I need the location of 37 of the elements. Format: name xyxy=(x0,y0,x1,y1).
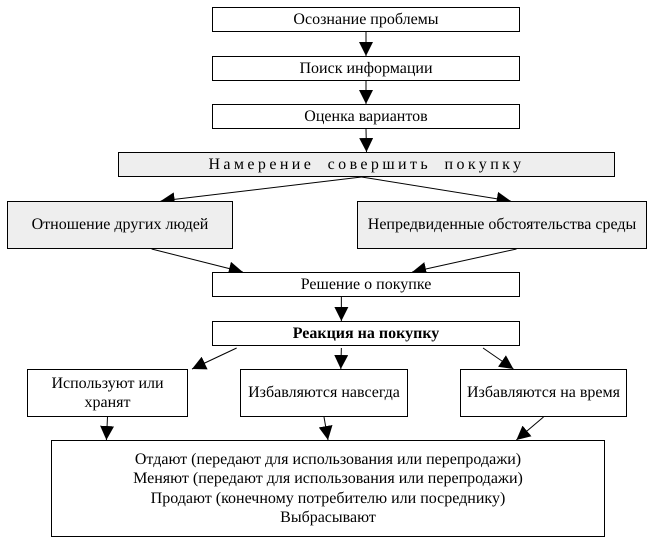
arrow xyxy=(334,348,348,370)
box-text: Выбрасывают xyxy=(280,508,376,527)
process-box xyxy=(240,369,408,417)
box-text: Избавляются на время xyxy=(467,383,620,403)
process-box xyxy=(460,369,627,417)
box-text: Намерение совершить покупку xyxy=(208,154,525,174)
arrow xyxy=(516,416,544,440)
arrow xyxy=(482,348,514,370)
box-text: Меняют (передают для использования или перепродажи) xyxy=(133,469,523,488)
process-box xyxy=(357,201,647,249)
box-text: Осознание проблемы xyxy=(293,10,439,30)
process-box xyxy=(212,7,520,32)
arrow xyxy=(359,80,373,104)
arrow xyxy=(334,296,348,322)
box-text: Отношение других людей xyxy=(32,215,208,235)
process-box xyxy=(212,272,520,297)
process-box xyxy=(7,201,233,249)
box-text: Решение о покупке xyxy=(300,274,432,294)
box-text: Поиск информации xyxy=(299,58,433,78)
box-text: Продают (конечному потребителю или посреднику) xyxy=(150,488,506,508)
arrow xyxy=(359,128,374,152)
process-box xyxy=(118,152,615,177)
box-text: Реакция на покупку xyxy=(292,324,440,344)
box-text: Непредвиденные обстоятельства среды xyxy=(368,215,636,235)
box-text: Отдают (передают для использования или перепродажи) xyxy=(134,450,522,470)
arrow xyxy=(359,32,373,56)
box-text: Оценка вариантов xyxy=(304,106,428,126)
process-box xyxy=(212,104,520,129)
arrow xyxy=(100,416,114,440)
process-box xyxy=(212,56,520,81)
box-text: Избавляются навсегда xyxy=(248,383,400,403)
arrow xyxy=(318,416,332,440)
process-box xyxy=(27,369,188,417)
process-box xyxy=(51,440,605,537)
process-box xyxy=(212,321,520,346)
box-text: Используют или хранят xyxy=(50,374,165,412)
arrow xyxy=(192,348,238,370)
